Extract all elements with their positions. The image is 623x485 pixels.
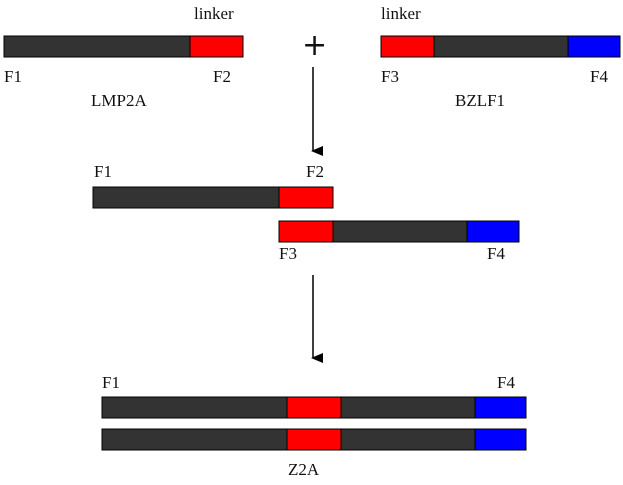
primer-f2-middle: F2 bbox=[306, 162, 324, 181]
z2a-top-linker bbox=[286, 396, 342, 419]
z2a-bottom-gene-left bbox=[101, 428, 288, 451]
primer-f1-middle: F1 bbox=[94, 162, 112, 181]
lower-gene-segment bbox=[332, 220, 468, 243]
lower-linker-segment bbox=[278, 220, 334, 243]
bzlf1-tag-segment bbox=[567, 35, 621, 58]
bzlf1-gene-segment bbox=[433, 35, 569, 58]
z2a-top-gene-left bbox=[101, 396, 288, 419]
bzlf1-gene-name: BZLF1 bbox=[455, 91, 506, 110]
primer-f1-bottom: F1 bbox=[102, 373, 120, 392]
overlap-fragment-upper bbox=[92, 186, 334, 209]
lmp2a-gene-segment bbox=[3, 35, 191, 58]
primer-f4-top: F4 bbox=[590, 67, 608, 86]
z2a-bottom-linker bbox=[286, 428, 342, 451]
primer-f2-top: F2 bbox=[213, 67, 231, 86]
z2a-strand-bottom bbox=[101, 428, 527, 451]
upper-linker-segment bbox=[278, 186, 334, 209]
z2a-strand-top bbox=[101, 396, 527, 419]
z2a-bottom-gene-right bbox=[340, 428, 476, 451]
lmp2a-gene-name: LMP2A bbox=[91, 91, 147, 110]
bzlf1-linker-segment bbox=[380, 35, 435, 58]
primer-f3-top: F3 bbox=[381, 67, 399, 86]
lower-tag-segment bbox=[466, 220, 520, 243]
primer-f3-middle: F3 bbox=[279, 244, 297, 263]
z2a-product-name: Z2A bbox=[288, 460, 320, 479]
primer-f4-bottom: F4 bbox=[497, 373, 515, 392]
z2a-top-tag bbox=[474, 396, 527, 419]
z2a-top-gene-right bbox=[340, 396, 476, 419]
primer-f1-top: F1 bbox=[4, 67, 22, 86]
lmp2a-linker-label: linker bbox=[194, 4, 234, 23]
plus-sign: + bbox=[302, 28, 328, 63]
lmp2a-fragment bbox=[3, 35, 244, 58]
lmp2a-linker-segment bbox=[189, 35, 244, 58]
bzlf1-fragment bbox=[380, 35, 621, 58]
primer-f4-middle: F4 bbox=[487, 244, 505, 263]
overlap-fragment-lower bbox=[278, 220, 520, 243]
bzlf1-linker-label: linker bbox=[381, 4, 421, 23]
z2a-bottom-tag bbox=[474, 428, 527, 451]
upper-gene-segment bbox=[92, 186, 280, 209]
